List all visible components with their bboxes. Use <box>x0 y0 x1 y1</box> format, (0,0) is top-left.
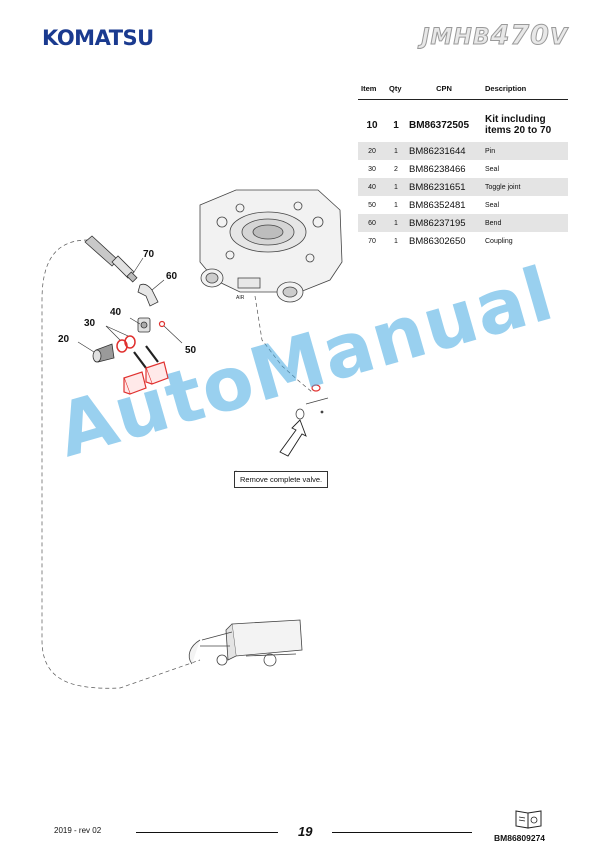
coupling-70-drawing <box>84 235 138 283</box>
callout-70: 70 <box>143 249 155 260</box>
table-row: 40 1 BM86231651 Toggle joint <box>358 178 568 196</box>
cell-item: 10 <box>366 119 378 131</box>
rods-drawing <box>133 345 159 369</box>
page-number: 19 <box>298 824 313 839</box>
cell-description: Seal <box>485 165 500 173</box>
seals-30-drawing <box>116 335 136 353</box>
header-description: Description <box>482 82 568 100</box>
note-box: Remove complete valve. <box>234 471 329 488</box>
air-label: AIR <box>236 295 245 301</box>
table-header-row: Item Qty CPN Description <box>358 82 568 100</box>
cell-cpn: BM86231651 <box>406 178 482 196</box>
header-item: Item <box>358 82 386 100</box>
header-cpn: CPN <box>406 82 482 100</box>
valve-housing-drawing <box>199 189 343 303</box>
cell-cpn: BM86302650 <box>409 235 466 247</box>
table-row: 70 1 BM86302650 Coupling <box>358 232 568 250</box>
dashed-leaders <box>41 239 313 689</box>
table-row: 30 2 BM86238466 Seal <box>358 160 568 178</box>
cell-description: Pin <box>482 142 568 160</box>
cell-description: Toggle joint <box>482 178 568 196</box>
cell-qty: 2 <box>394 165 398 173</box>
model-number: 470 <box>490 20 550 52</box>
komatsu-logo: KOMATSU <box>42 26 154 50</box>
cell-item: 40 <box>358 178 386 196</box>
table-row: 50 1 BM86352481 Seal <box>358 196 568 214</box>
pin-20-drawing <box>92 343 115 363</box>
cell-qty: 1 <box>386 214 406 232</box>
callout-50: 50 <box>185 345 197 356</box>
callout-40: 40 <box>110 307 122 318</box>
removal-arrow-icon <box>279 419 307 457</box>
bend-60-drawing <box>137 283 159 307</box>
callout-20: 20 <box>58 334 70 345</box>
footer-rule-left <box>136 832 278 833</box>
exploded-small-parts <box>295 384 329 420</box>
cell-item: 60 <box>358 214 386 232</box>
cell-item: 20 <box>358 142 386 160</box>
cell-cpn: BM86372505 <box>409 119 470 131</box>
trolley-drawing <box>188 619 303 667</box>
red-brackets-drawing <box>123 361 169 395</box>
footer-rule-right <box>332 832 472 833</box>
cell-qty: 1 <box>386 142 406 160</box>
cell-description: Kit including items 20 to 70 <box>485 114 552 136</box>
table-row: 60 1 BM86237195 Bend <box>358 214 568 232</box>
header-qty: Qty <box>386 82 406 100</box>
callout-30: 30 <box>84 318 96 329</box>
cell-description: Bend <box>482 214 568 232</box>
cell-description: Seal <box>485 201 500 209</box>
callout-leaders <box>77 257 183 353</box>
cell-item: 50 <box>368 201 376 209</box>
manual-book-icon <box>515 810 542 829</box>
cell-cpn: BM86238466 <box>409 163 466 175</box>
cell-qty: 1 <box>393 119 399 131</box>
cell-cpn: BM86237195 <box>406 214 482 232</box>
table-row: 10 1 BM86372505 Kit including items 20 t… <box>358 100 568 143</box>
footer-date-rev: 2019 - rev 02 <box>54 826 102 835</box>
callout-60: 60 <box>166 271 178 282</box>
cell-cpn: BM86231644 <box>406 142 482 160</box>
model-badge: JMHB470V <box>421 20 568 52</box>
document-code: BM86809274 <box>494 833 546 843</box>
cell-item: 30 <box>368 165 376 173</box>
cell-qty: 1 <box>386 178 406 196</box>
model-prefix: JMHB <box>421 25 491 51</box>
cell-qty: 1 <box>394 201 398 209</box>
table-row: 20 1 BM86231644 Pin <box>358 142 568 160</box>
cell-qty: 1 <box>394 237 398 245</box>
toggle-joint-40-drawing <box>137 317 151 333</box>
cell-cpn: BM86352481 <box>409 199 466 211</box>
parts-table: Item Qty CPN Description 10 1 BM86372505… <box>358 82 568 250</box>
seal-50-drawing <box>158 320 166 328</box>
cell-description: Coupling <box>485 237 513 245</box>
cell-item: 70 <box>368 237 376 245</box>
model-suffix: V <box>549 25 568 51</box>
